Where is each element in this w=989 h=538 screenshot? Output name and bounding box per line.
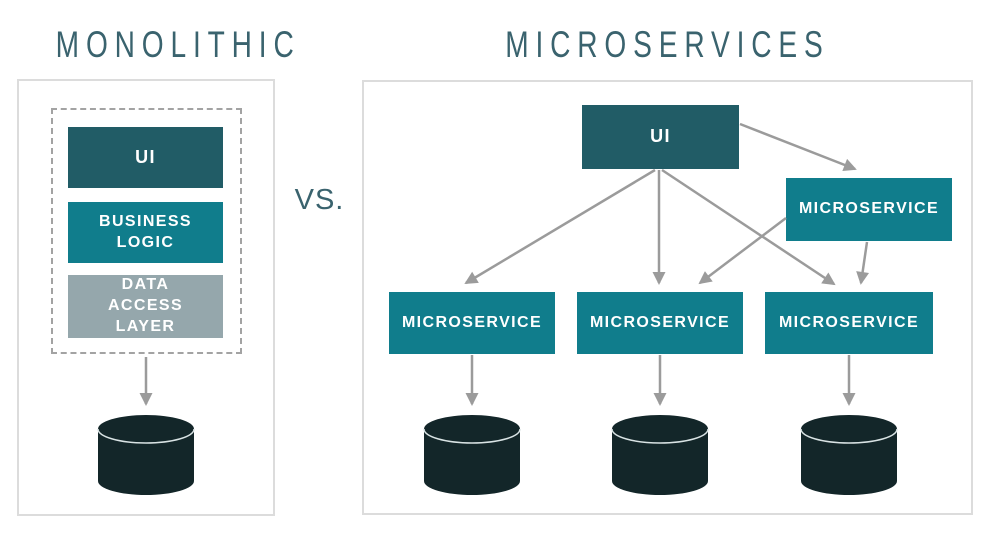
monolithic-title-text: MONOLITHIC (55, 24, 301, 65)
microservice-box-3: MICROSERVICE (765, 292, 933, 354)
monolith-data-access-layer: DATA ACCESS LAYER (68, 275, 223, 338)
monolith-ui-layer-label: UI (135, 146, 156, 167)
monolithic-title: MONOLITHIC (17, 24, 294, 66)
microservices-title-text: MICROSERVICES (505, 24, 830, 65)
microservices-title: MICROSERVICES (362, 24, 973, 66)
monolith-business-logic-label: BUSINESS LOGIC (99, 212, 192, 251)
microservice-box-1: MICROSERVICE (389, 292, 555, 354)
micro-ui-box-label: UI (650, 126, 671, 147)
microservice-box-2-label: MICROSERVICE (589, 313, 731, 331)
monolith-ui-layer: UI (68, 127, 223, 188)
monolith-data-access-label: DATA ACCESS LAYER (107, 276, 184, 335)
micro-ui-box: UI (582, 105, 739, 169)
microservice-gateway-label: MICROSERVICE (798, 200, 940, 218)
microservice-gateway-box: MICROSERVICE (786, 178, 952, 241)
microservice-box-1-label: MICROSERVICE (401, 313, 543, 331)
monolith-business-logic-layer: BUSINESS LOGIC (68, 202, 223, 263)
microservice-box-3-label: MICROSERVICE (778, 313, 920, 331)
microservice-box-2: MICROSERVICE (577, 292, 743, 354)
monolith-boundary-dashed-box (51, 108, 242, 354)
versus-label: VS. (294, 184, 345, 216)
